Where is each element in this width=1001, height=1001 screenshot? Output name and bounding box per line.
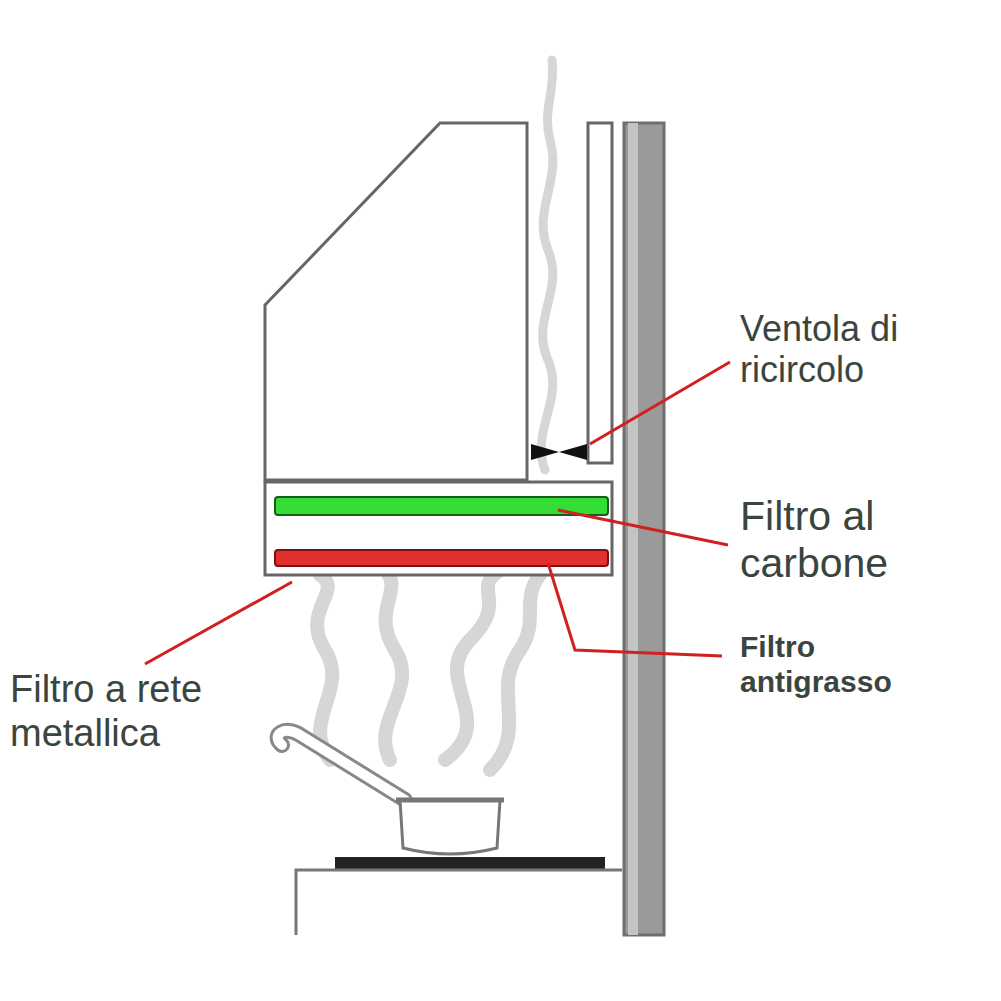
part-label: Ventola di ricircolo xyxy=(740,308,1000,391)
cooktop xyxy=(335,857,605,869)
part-label: Filtro al carbone xyxy=(740,493,995,587)
wall-edge xyxy=(628,123,638,935)
carbon-filter xyxy=(275,497,608,515)
filter-housing xyxy=(265,482,612,575)
duct xyxy=(588,123,612,463)
pot xyxy=(278,731,504,854)
part-label: Filtro a rete metallica xyxy=(10,668,340,755)
leader-lines xyxy=(145,362,730,664)
fan-symbol xyxy=(531,444,587,460)
grease-filter xyxy=(275,550,608,566)
stove xyxy=(296,870,622,935)
part-label: Filtro antigrasso xyxy=(740,630,960,699)
hood-body xyxy=(265,123,527,480)
